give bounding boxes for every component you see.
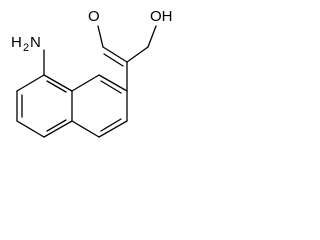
double-bond-inner: [100, 118, 122, 132]
amine-label: H 2 N: [11, 34, 41, 54]
carbonyl-oxygen: O: [88, 8, 100, 25]
bond-to-o: [97, 25, 104, 48]
bond: [71, 120, 100, 138]
bond: [98, 74, 128, 92]
chemical-structure: H 2 N O OH: [11, 8, 173, 138]
amine-subscript: 2: [23, 42, 29, 54]
bond-c-o-double: [102, 46, 128, 63]
double-bond-inner: [100, 80, 122, 94]
left-ring: [16, 74, 73, 138]
amine-h: H: [11, 34, 22, 51]
bond: [16, 74, 45, 92]
bond: [98, 120, 128, 138]
right-ring: [71, 74, 128, 138]
bond-to-oh: [147, 25, 157, 48]
bond-c-oh: [126, 46, 149, 63]
bond: [16, 120, 45, 138]
bond: [43, 74, 73, 92]
amine-n: N: [30, 34, 41, 51]
bond: [43, 120, 73, 138]
structure-canvas: H 2 N O OH: [0, 0, 189, 179]
bond-c-o-double: [103, 53, 124, 67]
double-bond-inner: [46, 119, 67, 132]
hydroxyl-label: OH: [150, 8, 173, 25]
double-bond-inner: [46, 80, 67, 93]
bond: [71, 74, 100, 92]
